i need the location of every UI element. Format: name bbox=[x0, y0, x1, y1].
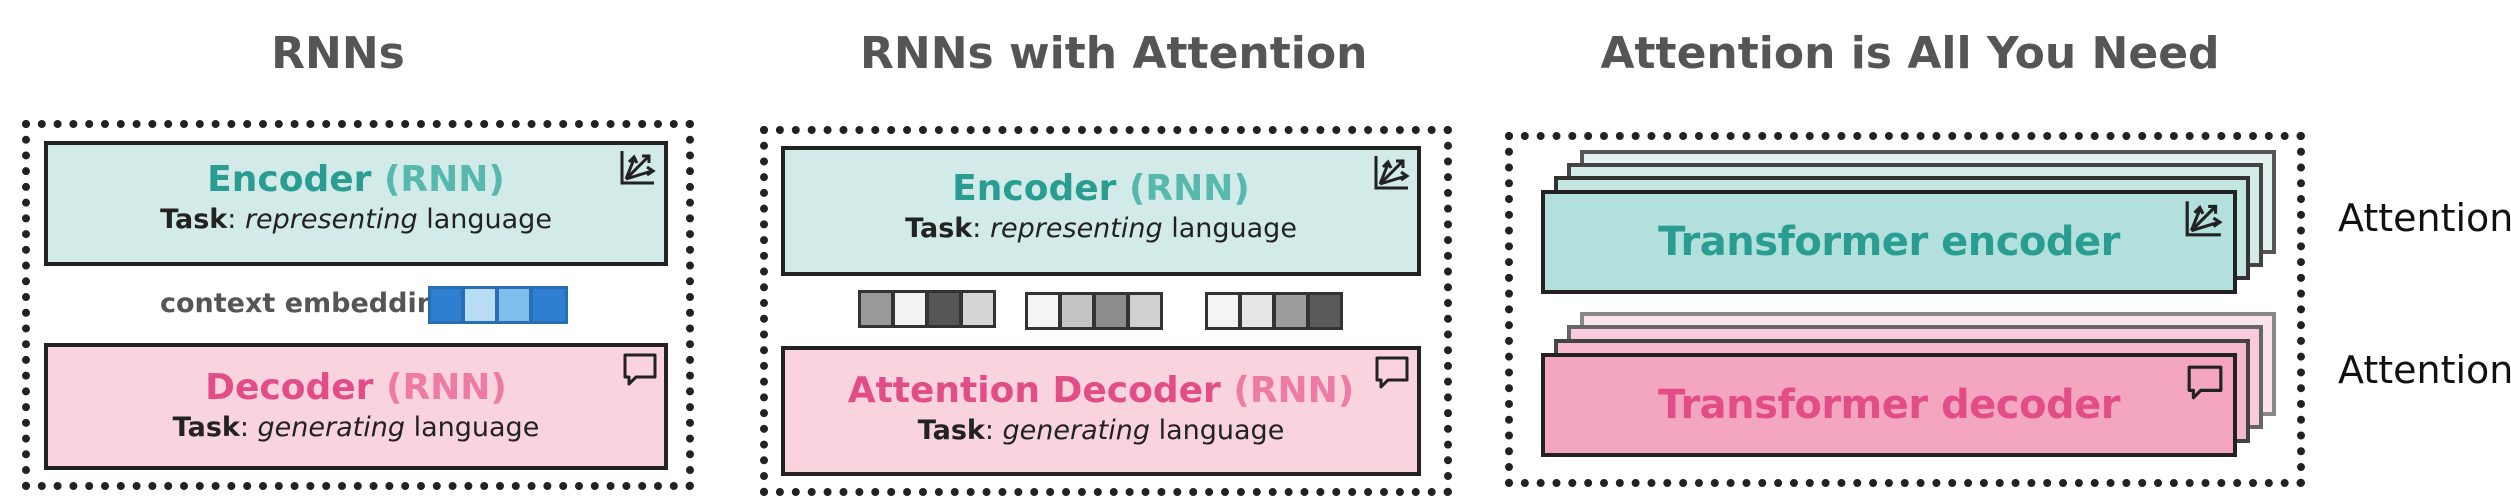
encoder-box: Encoder (RNN) Task: representing languag… bbox=[781, 146, 1421, 276]
embedding-cell bbox=[530, 286, 568, 324]
chart-arrows-icon bbox=[1374, 156, 1410, 190]
encoder-task: Task: representing language bbox=[160, 204, 552, 235]
panel-rnns bbox=[22, 120, 694, 490]
decoder-task: Task: generating language bbox=[172, 412, 540, 443]
decoder-box: Decoder (RNN) Task: generating language bbox=[44, 343, 668, 470]
transformer-decoder-box: Transformer decoder bbox=[1541, 353, 2237, 457]
encoder-box: Encoder (RNN) Task: representing languag… bbox=[44, 141, 668, 266]
speech-bubble-icon bbox=[623, 353, 657, 386]
side-label-attention-decoder: Attention bbox=[2338, 348, 2511, 392]
chart-arrows-icon bbox=[2185, 201, 2223, 237]
context-embedding-label: context embedding bbox=[160, 288, 456, 319]
attention-decoder-box: Attention Decoder (RNN) Task: generating… bbox=[781, 346, 1421, 476]
decoder-task: Task: generating language bbox=[917, 415, 1285, 446]
side-label-attention-encoder: Attention bbox=[2338, 196, 2511, 240]
embedding-cell bbox=[496, 286, 532, 324]
panel-title-rnns: RNNs bbox=[271, 28, 405, 79]
encoder-heading: Encoder (RNN) bbox=[952, 168, 1250, 209]
transformer-encoder-label: Transformer encoder bbox=[1658, 219, 2120, 265]
hidden-state-vector bbox=[1025, 292, 1163, 330]
encoder-heading: Encoder (RNN) bbox=[207, 159, 505, 200]
panel-rnns-attention bbox=[760, 126, 1452, 496]
panel-title-rnns-with-attention: RNNs with Attention bbox=[860, 28, 1368, 79]
decoder-heading: Decoder (RNN) bbox=[205, 367, 507, 408]
embedding-cell bbox=[462, 286, 498, 324]
hidden-state-vector bbox=[1205, 292, 1343, 330]
chart-arrows-icon bbox=[620, 151, 656, 185]
speech-bubble-icon bbox=[1375, 356, 1409, 389]
panel-transformer bbox=[1505, 132, 2305, 487]
panel-title-attention-is-all-you-need: Attention is All You Need bbox=[1600, 28, 2220, 79]
transformer-decoder-label: Transformer decoder bbox=[1658, 382, 2120, 428]
speech-bubble-icon bbox=[2187, 365, 2223, 400]
transformer-encoder-box: Transformer encoder bbox=[1541, 190, 2237, 294]
hidden-state-vector bbox=[858, 290, 996, 328]
encoder-task: Task: representing language bbox=[905, 213, 1297, 244]
context-embedding-vector bbox=[428, 286, 568, 324]
decoder-heading: Attention Decoder (RNN) bbox=[847, 370, 1355, 411]
embedding-cell bbox=[428, 286, 464, 324]
